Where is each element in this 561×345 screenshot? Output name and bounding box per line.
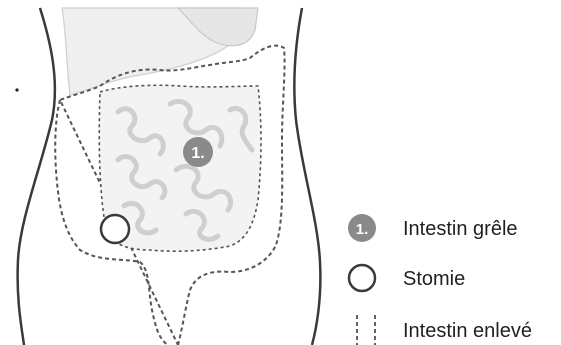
legend: 1. Intestin grêle Stomie Intestin enlevé bbox=[348, 214, 532, 345]
legend-label-stoma: Stomie bbox=[403, 268, 465, 290]
stoma-circle bbox=[101, 215, 129, 243]
small-intestine-marker: 1. bbox=[183, 137, 213, 167]
legend-label-small-intestine: Intestin grêle bbox=[403, 218, 518, 240]
margin-dot bbox=[15, 88, 18, 91]
legend-label-removed-intestine: Intestin enlevé bbox=[403, 320, 532, 342]
svg-text:1.: 1. bbox=[356, 221, 369, 238]
legend-item-stoma: Stomie bbox=[349, 265, 465, 291]
svg-text:1.: 1. bbox=[191, 145, 204, 162]
legend-item-small-intestine: 1. Intestin grêle bbox=[348, 214, 518, 242]
body-outline-left bbox=[18, 8, 55, 345]
stoma-legend-icon bbox=[349, 265, 375, 291]
legend-item-removed-intestine: Intestin enlevé bbox=[357, 315, 532, 345]
body-outline-right bbox=[294, 8, 320, 345]
